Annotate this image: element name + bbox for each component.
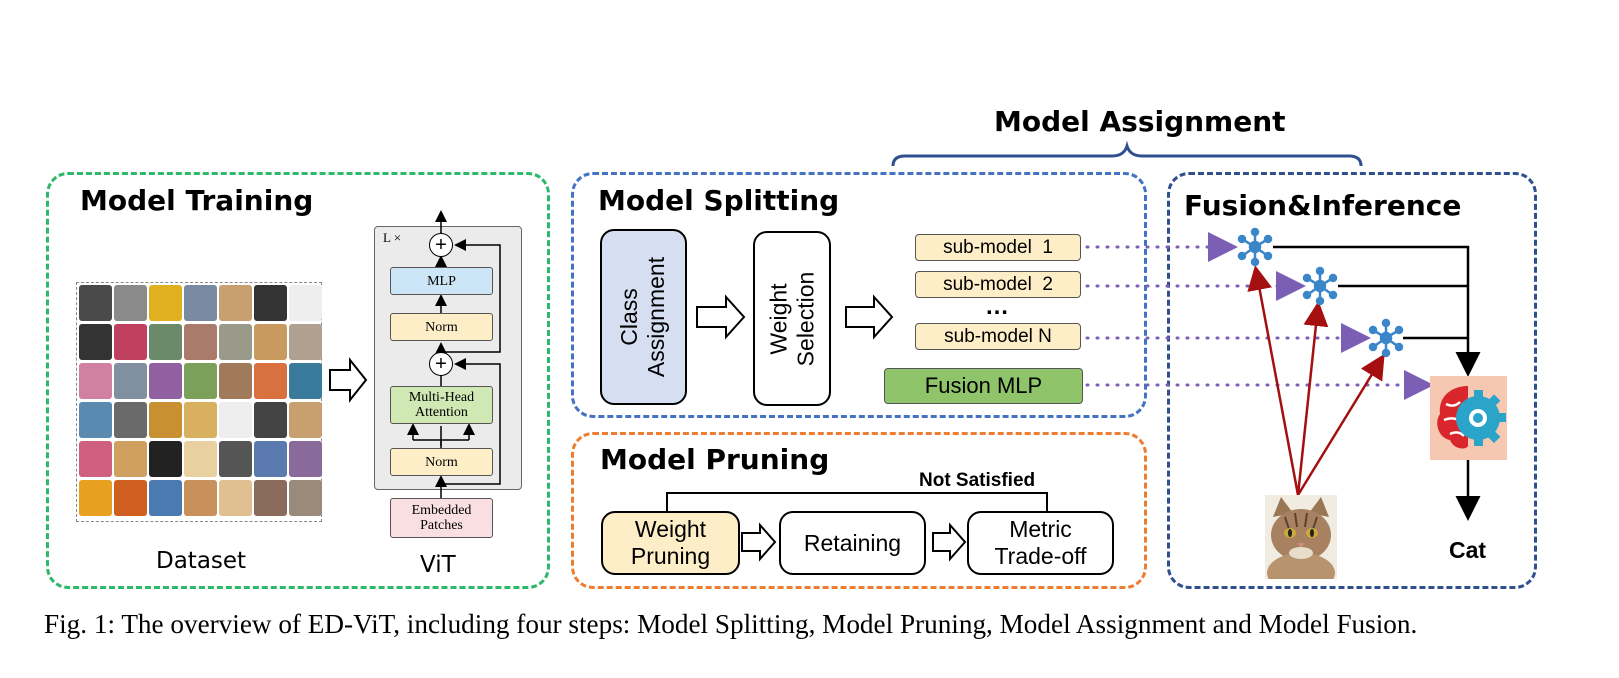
vit-plus-bottom: + (429, 352, 453, 376)
metric-trade-off-box: Metric Trade-off (967, 511, 1114, 575)
model-splitting-panel (571, 172, 1147, 418)
dataset-thumbnail (149, 402, 182, 438)
fusion-inference-title: Fusion&Inference (1184, 189, 1462, 222)
dataset-thumbnail (254, 363, 287, 399)
dataset-thumbnail (289, 363, 322, 399)
dataset-thumbnail (254, 441, 287, 477)
retaining-box: Retaining (779, 511, 926, 575)
vit-mlp: MLP (390, 267, 493, 295)
dataset-thumbnail (114, 324, 147, 360)
dataset-thumbnail (114, 285, 147, 321)
dataset-thumbnail (79, 480, 112, 516)
dataset-thumbnail (184, 480, 217, 516)
class-assignment-box: Class Assignment (600, 229, 687, 405)
model-pruning-title: Model Pruning (600, 443, 830, 476)
weight-pruning-box: Weight Pruning (601, 511, 740, 575)
dataset-image-grid (76, 282, 322, 522)
dataset-thumbnail (114, 402, 147, 438)
dataset-thumbnail (184, 285, 217, 321)
output-cat-label: Cat (1449, 537, 1487, 563)
dataset-thumbnail (149, 441, 182, 477)
fusion-mlp-box: Fusion MLP (884, 368, 1083, 404)
dataset-thumbnail (79, 363, 112, 399)
vit-norm-top: Norm (390, 313, 493, 341)
weight-selection-box: Weight Selection (753, 231, 831, 406)
dataset-thumbnail (289, 402, 322, 438)
submodel-ellipsis: … (985, 293, 1009, 320)
dataset-thumbnail (219, 363, 252, 399)
dataset-thumbnail (79, 285, 112, 321)
dataset-thumbnail (114, 480, 147, 516)
vit-plus-top: + (429, 233, 453, 257)
dataset-thumbnail (114, 363, 147, 399)
dataset-thumbnail (184, 441, 217, 477)
vit-multi-head-attention: Multi-Head Attention (390, 386, 493, 424)
dataset-thumbnail (254, 324, 287, 360)
vit-embedded-patches: Embedded Patches (390, 498, 493, 538)
dataset-thumbnail (254, 285, 287, 321)
dataset-thumbnail (219, 480, 252, 516)
dataset-label: Dataset (156, 548, 247, 574)
submodel-2: sub-model 2 (915, 271, 1081, 298)
dataset-thumbnail (114, 441, 147, 477)
dataset-thumbnail (149, 285, 182, 321)
dataset-thumbnail (289, 324, 322, 360)
dataset-thumbnail (254, 480, 287, 516)
submodel-n: sub-model N (915, 323, 1081, 350)
brain-gear-icon (1430, 376, 1507, 460)
model-splitting-title: Model Splitting (598, 184, 840, 217)
vit-norm-bottom: Norm (390, 448, 493, 476)
dataset-thumbnail (219, 285, 252, 321)
dataset-thumbnail (79, 402, 112, 438)
dataset-thumbnail (289, 480, 322, 516)
model-training-panel (46, 172, 550, 589)
vit-repeat-label: L × (383, 230, 402, 245)
model-assignment-title: Model Assignment (994, 105, 1286, 138)
dataset-thumbnail (219, 402, 252, 438)
fusion-inference-panel (1167, 172, 1537, 589)
model-pruning-panel (571, 432, 1147, 589)
dataset-thumbnail (254, 402, 287, 438)
vit-label: ViT (420, 552, 456, 578)
dataset-thumbnail (79, 441, 112, 477)
model-training-title: Model Training (80, 184, 314, 217)
dataset-thumbnail (149, 324, 182, 360)
dataset-thumbnail (184, 402, 217, 438)
dataset-thumbnail (219, 324, 252, 360)
dataset-thumbnail (289, 285, 322, 321)
dataset-thumbnail (219, 441, 252, 477)
dataset-thumbnail (184, 324, 217, 360)
dataset-thumbnail (184, 363, 217, 399)
dataset-thumbnail (79, 324, 112, 360)
dataset-thumbnail (289, 441, 322, 477)
dataset-thumbnail (149, 363, 182, 399)
not-satisfied-label: Not Satisfied (919, 470, 1036, 491)
dataset-thumbnail (149, 480, 182, 516)
submodel-1: sub-model 1 (915, 234, 1081, 261)
cat-photo (1265, 495, 1337, 579)
figure-caption: Fig. 1: The overview of ED-ViT, includin… (44, 609, 1418, 639)
